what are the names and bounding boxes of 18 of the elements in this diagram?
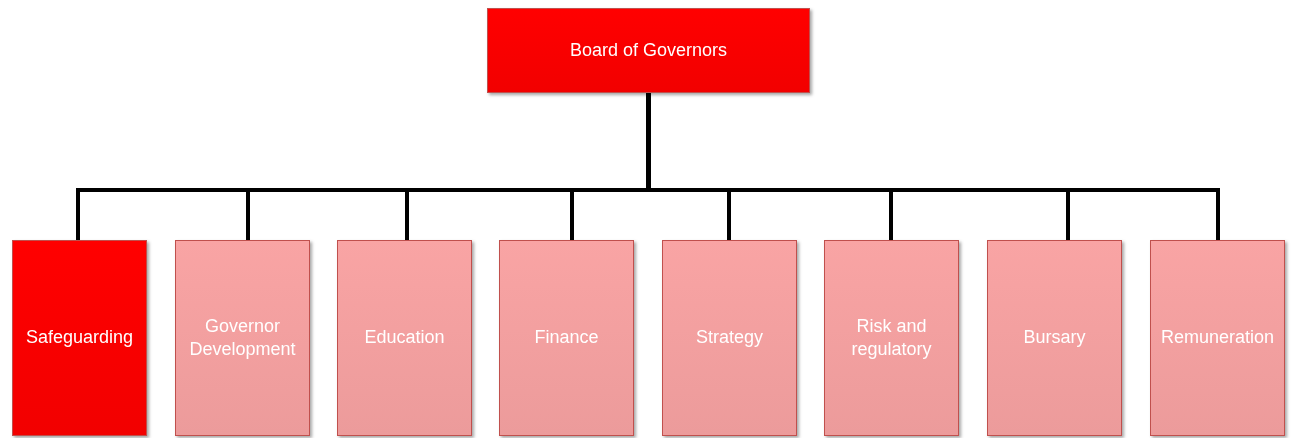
node-label: Bursary: [1023, 326, 1086, 350]
committee-box: [337, 240, 472, 436]
committee-box: [662, 240, 797, 436]
committee-box: [1150, 240, 1285, 436]
node-label: Education: [364, 326, 445, 350]
committee-box: [12, 240, 147, 436]
committee-box: [499, 240, 634, 436]
node-label: Risk and regulatory: [850, 314, 933, 361]
committee-box: [824, 240, 959, 436]
board-box: [487, 8, 810, 93]
node-label: Finance: [534, 326, 599, 350]
node-label: Safeguarding: [25, 326, 134, 350]
node-label: Strategy: [695, 326, 763, 350]
committee-box: [175, 240, 310, 436]
node-label: Board of Governors: [569, 38, 728, 62]
node-label: Governor Development: [188, 314, 297, 361]
committee-box: [987, 240, 1122, 436]
node-label: Remuneration: [1160, 326, 1275, 350]
